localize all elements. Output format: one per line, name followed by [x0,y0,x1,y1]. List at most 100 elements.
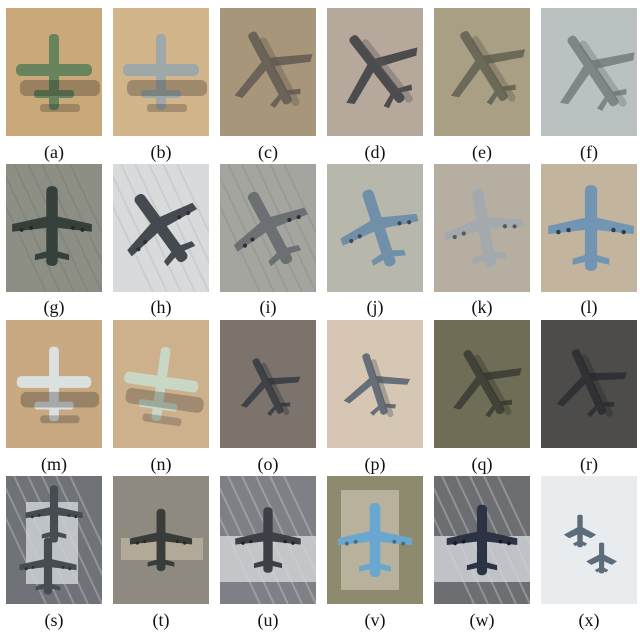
aircraft-image [541,164,637,292]
aircraft-image [113,8,209,136]
aircraft-image [113,320,209,448]
fuselage-shadow [259,37,300,106]
fuselage-shadow [579,40,627,107]
aircraft-tile-t [113,476,209,604]
main-wing [234,54,313,98]
tail-wing [485,399,513,418]
fuselage-shadow [471,36,516,102]
engine-left-outer [452,234,457,240]
engine-right-outer [512,224,517,229]
aircraft-shape [16,34,100,112]
aircraft-shape [450,31,526,105]
aircraft-shape [123,34,207,112]
engine-right-outer [507,541,511,546]
tail-wing [268,245,302,267]
ground-stripe [148,164,209,292]
tail-wing [597,88,627,111]
engine-left-inner [250,237,255,242]
panel-label-t: (t) [152,610,170,630]
tail-wing [383,84,413,109]
aircraft-tile-w [434,476,530,604]
ground-stripe [255,164,316,292]
aircraft-image [327,476,423,604]
aircraft-tile-d [327,8,423,136]
aircraft-image [220,164,316,292]
panel-label-i: (i) [259,297,277,317]
tail-wing [147,559,175,567]
aircraft-shape [548,185,634,271]
fuselage [349,35,405,103]
aircraft-image [434,164,530,292]
panel-label-e: (e) [472,142,492,162]
engine-left-outer [24,567,28,571]
aircraft-image [220,476,316,604]
tail-wing [267,402,291,416]
main-wing [450,49,526,98]
haze [541,476,637,604]
panel-label-x: (x) [578,610,600,630]
tail-shadow [142,413,182,426]
tail-wing [138,399,178,412]
tail-wing [472,251,507,265]
panel-label-p: (p) [364,454,386,474]
engine-left-outer [19,227,24,232]
engine-right-inner [177,215,182,220]
panel-label-a: (a) [44,142,64,162]
panel-label-h: (h) [150,297,172,317]
tail-shadow [147,104,187,112]
engine-left-outer [349,238,354,244]
aircraft-image [541,476,637,604]
panel-label-d: (d) [364,142,386,162]
ground-stripe [220,174,275,292]
fighter-wing [563,527,597,539]
panel-label-q: (q) [471,454,493,474]
main-wing [346,47,418,104]
aircraft-tile-c [220,8,316,136]
fuselage-shadow [361,39,413,103]
aircraft-image [113,164,209,292]
aircraft-shape [129,508,193,572]
aircraft-tile-p [327,320,423,448]
aircraft-shape [563,514,617,574]
aircraft-image [434,320,530,448]
aircraft-shape [16,346,100,424]
fighter-wing [586,554,617,565]
engine-right-inner [283,539,287,544]
tail-wing [35,583,61,591]
aircraft-tile-m [6,320,102,448]
engine-left-inner [29,225,34,230]
aircraft-image [327,8,423,136]
engine-right-outer [183,541,187,545]
tail-wing [359,562,391,572]
fuselage-shadow [581,354,613,417]
aircraft-image [6,320,102,448]
tail-wing [486,84,516,105]
engine-right-outer [291,541,295,545]
ground-stripe [283,164,316,235]
tail-wing [41,531,67,539]
aircraft-tile-a [6,8,102,136]
aircraft-image [434,476,530,604]
tail-wing [466,561,498,571]
tail-shadow [40,415,80,424]
panel-label-n: (n) [150,454,172,474]
aircraft-shape [444,188,525,268]
aircraft-tile-f [541,8,637,136]
engine-right-outer [621,229,626,235]
aircraft-tile-o [220,320,316,448]
aircraft-lower [19,537,77,595]
main-wing [240,376,301,408]
engine-left-outer [241,541,245,545]
engine-left-inner [461,231,466,236]
main-wing [556,372,628,407]
aircraft-image [220,320,316,448]
aircraft-image [220,8,316,136]
aircraft-shape [343,353,411,418]
tail-wing [270,88,301,108]
main-wing [560,52,635,105]
engine-left-outer [30,515,34,519]
engine-right-inner [61,565,65,569]
aircraft-tile-g [6,164,102,292]
engine-left-outer [135,541,139,545]
